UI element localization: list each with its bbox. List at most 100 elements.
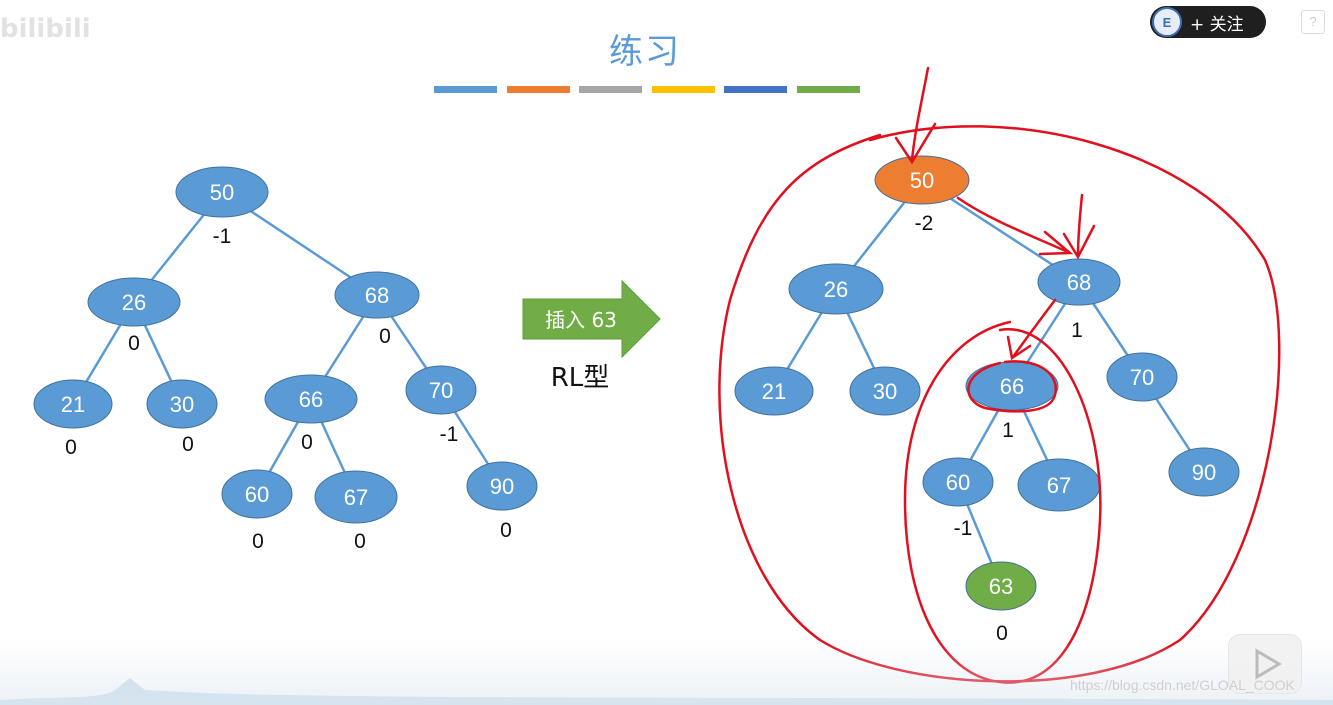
node-ellipse: [264, 374, 358, 424]
arrow-50-to-68-annotation: [956, 196, 1074, 256]
tree-node-70: 70 -1: [405, 365, 477, 446]
tree-node-90: 90 0: [466, 461, 538, 542]
tree-node-50: 50 -1: [175, 166, 269, 248]
footer-url: https://blog.csdn.net/GLOAL_COOK: [1070, 677, 1295, 693]
node-ellipse: [965, 561, 1037, 611]
balance-factor-label: -1: [954, 517, 973, 540]
follow-button[interactable]: E + 关注: [1150, 6, 1266, 38]
node-ellipse: [874, 155, 970, 205]
tree-node-63: 63 0: [965, 561, 1037, 645]
node-ellipse: [87, 277, 181, 327]
bottom-shade: [0, 640, 1333, 705]
tree-node-68: 68 1: [1037, 258, 1121, 342]
arrow-down-68-annotation: [1062, 193, 1096, 260]
play-icon[interactable]: [1228, 634, 1302, 694]
arrow-68-to-66-annotation: [1006, 298, 1057, 361]
balance-factor-label: 0: [252, 530, 264, 553]
tree-node-60: 60 -1: [922, 457, 994, 540]
color-bar-segment: [796, 86, 860, 93]
tree-node-60: 600: [221, 469, 293, 553]
node-ellipse: [788, 263, 884, 315]
node-ellipse: [405, 365, 477, 415]
tree-node-66: 66 1: [965, 361, 1059, 442]
node-ellipse: [221, 469, 293, 519]
tree-node-30: 30: [849, 366, 921, 416]
node-key-label: 30: [873, 379, 897, 404]
slide-title: 练习: [609, 32, 681, 72]
node-ellipse: [33, 379, 113, 429]
node-ellipse: [146, 379, 218, 429]
tree-node-21: 21: [734, 366, 814, 416]
node-key-label: 67: [1047, 473, 1071, 498]
balance-factor-label: -1: [440, 423, 459, 446]
node-key-label: 21: [762, 379, 786, 404]
tree-node-66: 66 0: [264, 374, 358, 454]
balance-factor-label: -2: [915, 212, 934, 235]
balance-factor-label: -1: [213, 225, 232, 248]
color-bar-segment: [651, 86, 715, 93]
node-key-label: 50: [210, 180, 234, 205]
node-key-label: 60: [946, 470, 970, 495]
balance-factor-label: 1: [1002, 419, 1014, 442]
balance-factor-label: 1: [1071, 319, 1083, 342]
bilibili-watermark: bilibili: [0, 14, 91, 44]
arrow-down-50-annotation: [894, 66, 937, 165]
balance-factor-label: 0: [996, 622, 1008, 645]
node-ellipse: [334, 271, 420, 319]
balance-factor-label: 0: [301, 431, 313, 454]
node-key-label: 68: [365, 283, 389, 308]
node-ellipse: [466, 461, 538, 511]
node-key-label: 26: [122, 290, 146, 315]
color-bar-segment: [579, 86, 642, 93]
node-key-label: 26: [824, 277, 848, 302]
node-key-label: 67: [344, 485, 368, 510]
tree-node-90: 90: [1168, 447, 1240, 497]
tree-node-50: 50 -2: [874, 155, 970, 235]
color-bar-segment: [506, 86, 570, 93]
balance-factor-label: 0: [354, 530, 366, 553]
tree-node-68: 68 0: [334, 271, 420, 348]
node-66-circle-annotation: [967, 360, 1058, 413]
balance-factor-label: 0: [182, 433, 194, 456]
tree-node-26: 26: [788, 263, 884, 315]
tree-node-67: 67: [1017, 458, 1101, 512]
tree-node-70: 70: [1106, 352, 1178, 402]
node-ellipse: [922, 457, 994, 507]
follow-label: + 关注: [1190, 14, 1244, 35]
insert-arrow: 插入 63 RL型: [522, 279, 661, 393]
node-ellipse: [1168, 447, 1240, 497]
balance-factor-label: 0: [65, 436, 77, 459]
node-key-label: 70: [429, 378, 453, 403]
balance-factor-label: 0: [500, 519, 512, 542]
channel-avatar-icon: E: [1152, 7, 1182, 37]
tree-node-21: 21 0: [33, 379, 113, 459]
node-key-label: 68: [1067, 270, 1091, 295]
help-icon[interactable]: ?: [1301, 10, 1325, 34]
tree-node-26: 26 0: [87, 277, 181, 355]
insert-label: 插入 63: [545, 308, 617, 332]
node-ellipse: [734, 366, 814, 416]
node-key-label: 63: [989, 574, 1013, 599]
node-key-label: 66: [299, 387, 323, 412]
node-key-label: 90: [490, 474, 514, 499]
node-ellipse: [175, 166, 269, 218]
node-key-label: 66: [1000, 374, 1024, 399]
node-key-label: 30: [170, 392, 194, 417]
balance-factor-label: 0: [128, 332, 140, 355]
node-key-label: 70: [1130, 365, 1154, 390]
node-key-label: 50: [910, 168, 934, 193]
tree-node-30: 30 0: [146, 379, 218, 456]
color-bar-segment: [724, 86, 787, 93]
balance-factor-label: 0: [379, 325, 391, 348]
rotation-type-label: RL型: [551, 363, 610, 393]
node-key-label: 90: [1192, 460, 1216, 485]
tree-node-67: 67 0: [314, 470, 398, 553]
node-ellipse: [849, 366, 921, 416]
node-ellipse: [1106, 352, 1178, 402]
node-key-label: 21: [61, 392, 85, 417]
insert-arrow-shape: [522, 279, 661, 359]
node-ellipse: [314, 470, 398, 524]
color-bar-segment: [434, 86, 497, 93]
